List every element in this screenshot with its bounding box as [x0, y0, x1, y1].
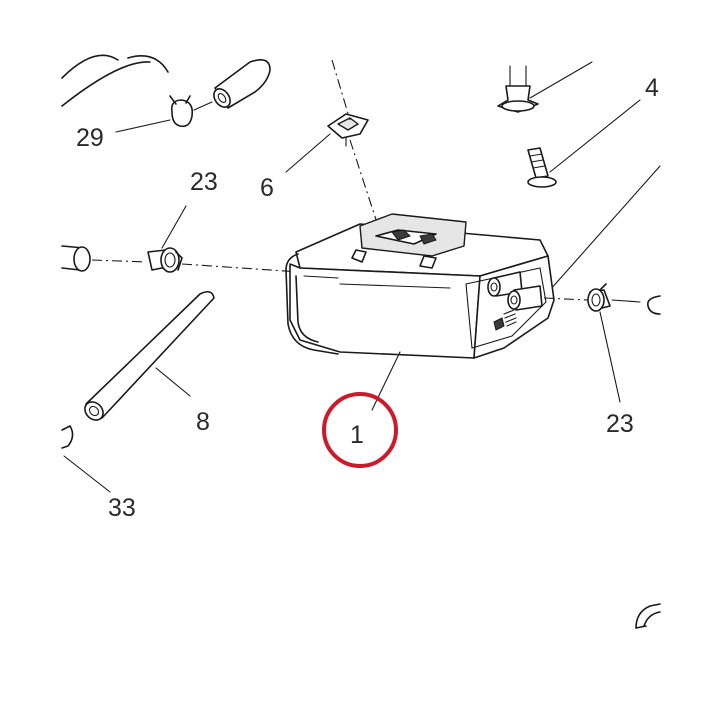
- hose-right-stub: [611, 295, 661, 315]
- leader-4-upper: [529, 61, 593, 99]
- hose-clamp-29: [169, 95, 213, 128]
- callout-8: 8: [196, 408, 210, 436]
- hose-29: [213, 59, 271, 109]
- leader-4: [549, 99, 641, 173]
- leader-right: [549, 165, 661, 291]
- clip-nut-6: [327, 113, 369, 147]
- leader-6: [285, 133, 331, 173]
- callout-29: 29: [76, 124, 104, 152]
- centerline-6: [331, 59, 383, 239]
- grommet-4: [497, 65, 539, 113]
- callout-23-left: 23: [190, 168, 218, 196]
- callout-4: 4: [645, 74, 659, 102]
- leader-23-left: [161, 205, 187, 249]
- hose-33: [61, 425, 74, 449]
- highlight-ring: [322, 392, 398, 468]
- leader-1: [371, 351, 401, 411]
- bolt-4: [527, 147, 557, 188]
- leader-29: [115, 119, 171, 133]
- callout-1: 1: [350, 421, 364, 449]
- nozzle-lower: [507, 285, 543, 311]
- callout-33: 33: [108, 494, 136, 522]
- hose-8: [84, 290, 215, 421]
- hose-clamp-23-left: [147, 247, 183, 273]
- callout-23-right: 23: [606, 410, 634, 438]
- canister-1: [285, 213, 555, 359]
- centerline-right: [543, 297, 589, 301]
- clip-bottom-right: [635, 603, 661, 629]
- leader-8: [155, 367, 191, 397]
- callout-6: 6: [260, 174, 274, 202]
- hose-clamp-23-right: [587, 283, 611, 312]
- hose-left-stub: [61, 245, 91, 272]
- leader-23-right: [599, 311, 621, 403]
- hose-top-left: [61, 54, 169, 107]
- leader-33: [63, 455, 111, 493]
